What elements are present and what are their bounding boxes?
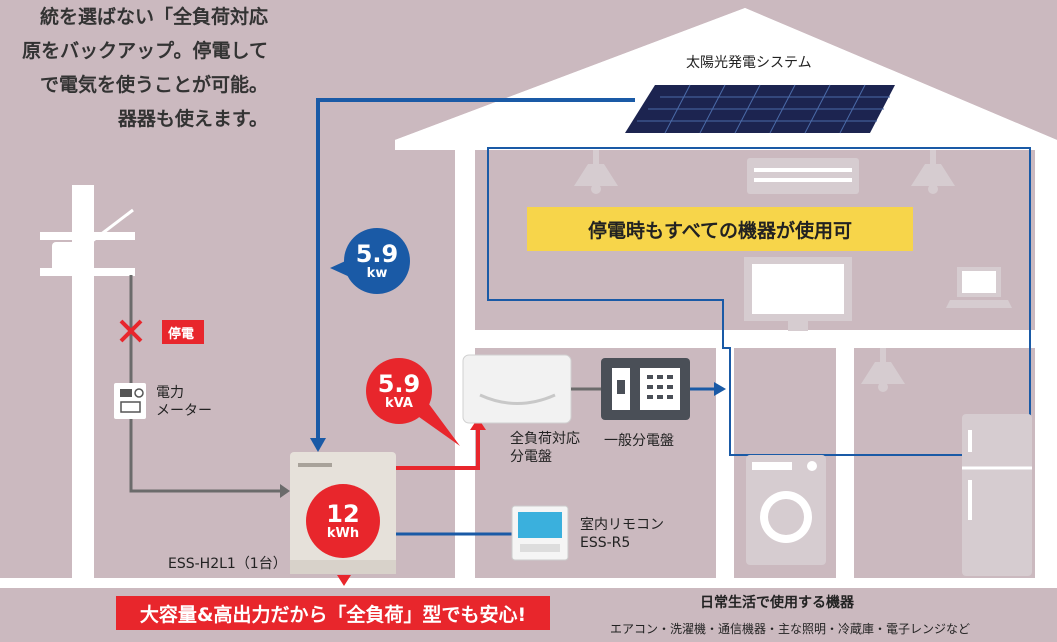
badge-unit: kWh [326, 525, 360, 541]
intro-line: 器器も使えます。 [117, 108, 268, 130]
electric-meter-icon [114, 383, 146, 419]
air-conditioner-icon [747, 158, 859, 194]
all-devices-banner: 停電時もすべての機器が使用可 [527, 207, 913, 251]
intro-text: 統を選ばない「全負荷対応 原をバックアップ。停電して で電気を使うことが可能。 … [0, 0, 300, 136]
grid-power-line [129, 275, 280, 493]
battery-capacity-badge: 12 kWh [306, 484, 380, 558]
utility-pole-icon [40, 185, 135, 580]
ceiling-lamp-icon [861, 348, 905, 392]
meter-label: 電力 メーター [156, 384, 212, 420]
full-load-area-outline [487, 147, 1031, 456]
refrigerator-icon [962, 414, 1032, 576]
grid-arrow [280, 484, 290, 498]
general-panel-icon [601, 358, 690, 420]
solar-arrow [310, 438, 326, 452]
battery-model-label: ESS-H2L1（1台） [168, 556, 287, 572]
daily-devices-list: エアコン・洗濯機・通信機器・主な照明・冷蔵庫・電子レンジなど [610, 622, 971, 636]
remote-label: 室内リモコン ESS-R5 [580, 516, 664, 552]
laptop-icon [946, 267, 1012, 308]
solar-system-label: 太陽光発電システム [686, 55, 812, 71]
meter-label-line: メーター [156, 403, 212, 419]
outage-tag: 停電 [162, 320, 205, 344]
general-panel-arrow [714, 382, 726, 396]
badge-value: 5.9 [377, 369, 421, 398]
solar-panel-icon [625, 84, 895, 134]
remote-label-line: ESS-R5 [580, 535, 631, 551]
panel-label-line: 分電盤 [510, 449, 552, 465]
daily-devices-title: 日常生活で使用する機器 [700, 595, 854, 611]
washing-machine-icon [746, 455, 826, 565]
badge-value: 5.9 [355, 239, 399, 268]
ground [0, 578, 1057, 588]
full-load-panel-icon [462, 354, 572, 424]
badge-unit: kVA [385, 395, 413, 411]
tv-icon [744, 257, 852, 331]
intro-line: 統を選ばない「全負荷対応 [39, 6, 268, 28]
general-panel-label: 一般分電盤 [604, 433, 674, 449]
intro-line: で電気を使うことが可能。 [39, 74, 268, 96]
output-power-line [396, 428, 480, 470]
panel-label-line: 全負荷対応 [510, 431, 580, 447]
meter-label-line: 電力 [156, 385, 184, 401]
badge-value: 12 [326, 499, 360, 528]
outage-tag-label: 停電 [168, 326, 195, 342]
remote-label-line: 室内リモコン [580, 517, 664, 533]
remote-controller-icon [511, 505, 569, 561]
inverter-output-badge: 5.9 kVA [366, 358, 432, 424]
outage-x-icon [119, 319, 143, 343]
full-load-panel-label: 全負荷対応 分電盤 [510, 430, 580, 466]
solar-output-badge: 5.9 kw [344, 228, 410, 294]
banner-pointer [337, 575, 351, 586]
ceiling-lamp-icon [574, 150, 618, 194]
output-arrow [470, 418, 486, 430]
capacity-banner: 大容量&高出力だから「全負荷」型でも安心! [116, 596, 550, 630]
badge-unit: kw [366, 265, 388, 281]
intro-line: 原をバックアップ。停電して [22, 40, 268, 62]
ceiling-lamp-icon [911, 150, 955, 194]
solar-power-line [316, 98, 635, 440]
